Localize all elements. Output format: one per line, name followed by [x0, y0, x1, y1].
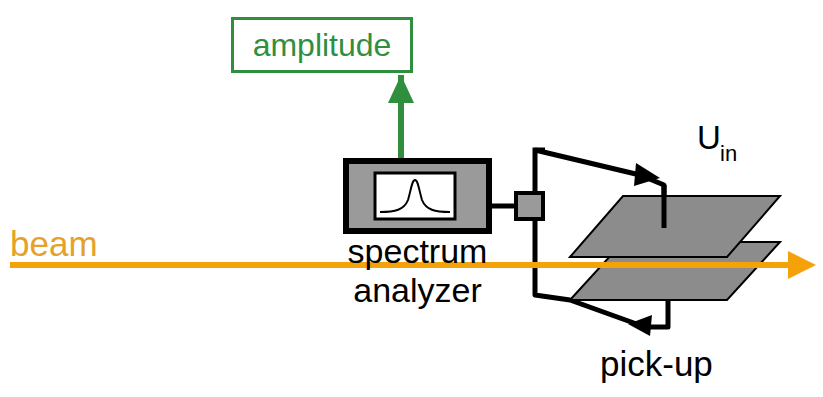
wire [535, 150, 545, 195]
beam-label: beam [10, 226, 98, 261]
beam-arrowhead [788, 251, 816, 279]
signal-arrow [398, 75, 404, 158]
spectrum-analyzer: spectrum analyzer [343, 158, 492, 234]
wire-arrowhead [634, 163, 660, 186]
connector-square [516, 193, 543, 219]
wire [489, 204, 516, 209]
analyzer-body [346, 161, 489, 231]
signal-name: U [697, 121, 721, 154]
wire [662, 185, 667, 228]
pickup-plate [570, 196, 780, 257]
spectrum-curve [380, 180, 450, 212]
result-label: amplitude [253, 27, 392, 64]
result-box: amplitude [231, 17, 413, 73]
device-name: spectrum analyzer [313, 232, 523, 310]
wire-arrowhead [628, 315, 652, 336]
part-name: pick-up [600, 346, 713, 381]
analyzer-screen [375, 173, 455, 219]
signal-subscript: in [720, 143, 737, 165]
